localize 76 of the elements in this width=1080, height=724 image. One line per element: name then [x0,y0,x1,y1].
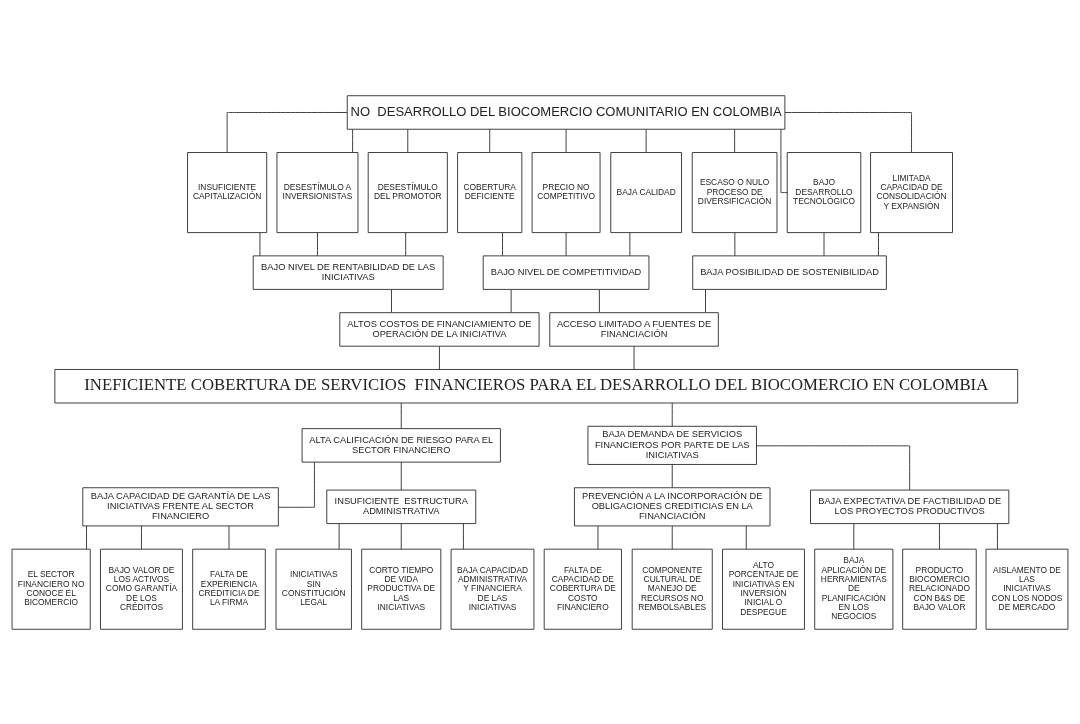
node-box: ALTOS COSTOS DE FINANCIAMIENTO DE OPERACIÓN DE LA INICIATIVA [339,311,540,347]
connector [597,525,599,550]
node-box: PRODUCTO BIOCOMERCIO RELACIONADO CON B&S DE BAJO VALOR [902,548,977,630]
connector [878,231,879,256]
connector [338,522,340,550]
connector [86,525,87,550]
node-box: BAJA DEMANDA DE SERVICIOS FINANCIEROS POR PARTE DE LAS INICIATIVAS [587,425,757,465]
node-box: BAJA EXPECTATIVA DE FACTIBILIDAD DE LOS PROYECTOS PRODUCTIVOS [810,489,1010,524]
connector [228,525,230,550]
connector [780,128,788,193]
connector [407,128,409,153]
node-box: FALTA DE CAPACIDAD DE COBERTURA DE COSTO FINANCIERO [543,548,622,630]
connector [565,128,567,153]
connector [939,522,940,550]
node-box: EL SECTOR FINANCIERO NO CONOCE EL BICOMERCIO [11,548,91,630]
node-box: PRECIO NO COMPETITIVO [531,151,601,233]
node-box: FALTA DE EXPERIENCIA CREDITICIA DE LA FIRMA [192,548,266,630]
connector [352,128,354,153]
connector [734,231,736,256]
connector [317,231,318,256]
connector [278,461,315,508]
node-box: DESESTÍMULO DEL PROMOTOR [367,151,448,233]
node-box: COMPONENTE CULTURAL DE MANEJO DE RECURSOS NO REMBOLSABLES [631,548,713,630]
connector [671,402,673,427]
connector [671,463,673,488]
node-box: BAJA APLICACIÓN DE HERRAMIENTAS DE PLANIFICACIÓN EN LOS NEGOCIOS [814,548,894,630]
node-box: BAJA POSIBILIDAD DE SOSTENIBILIDAD [692,254,887,290]
node-box: DESESTÍMULO A INVERSIONISTAS [276,151,359,233]
node-box: ACCESO LIMITADO A FUENTES DE FINANCIACIÓN [549,311,719,347]
node-box: BAJO NIVEL DE RENTABILIDAD DE LAS INICIATIVAS [252,254,444,290]
node-box: LIMITADA CAPACIDAD DE CONSOLIDACIÓN Y EXPANSIÓN [870,151,953,233]
node-box: ESCASO O NULO PROCESO DE DIVERSIFICACIÓN [691,151,778,233]
node-box: AISLAMENTO DE LAS INICIATIVAS CON LOS NODOS DE MERCADO [985,548,1069,630]
connector [645,128,647,153]
node-box: BAJA CALIDAD [610,151,682,233]
node-box: CORTO TIEMPO DE VIDA PRODUCTIVA DE LAS INICIATIVAS [361,548,442,630]
connector [996,522,998,550]
connector [633,345,635,370]
node-box: BAJO VALOR DE LOS ACTIVOS COMO GARANTÍA DE LOS CRÉDITOS [100,548,183,630]
connector [226,111,348,153]
node-box: INICIATIVAS SIN CONSTITUCIÓN LEGAL [275,548,352,630]
node-box: ALTO PORCENTAJE DE INICIATIVAS EN INVERSIÓN INICIAL O DESPEGUE [722,548,805,630]
connector [510,288,512,313]
node-box: INEFICIENTE COBERTURA DE SERVICIOS FINANCIEROS PARA EL DESARROLLO DEL BIOCOMERCIO EN COLOMBIA [54,368,1019,403]
connector [400,461,402,491]
node-box: COBERTURA DEFICIENTE [457,151,523,233]
connector [391,288,392,313]
connector [756,444,911,490]
connector [400,402,402,429]
connector [705,288,706,313]
connector [489,128,491,153]
connector [598,288,600,313]
connector [823,231,825,256]
connector [405,231,407,256]
connector [400,522,402,550]
connector [671,525,673,550]
node-box: ALTA CALIFICACIÓN DE RIESGO PARA EL SECTOR FINANCIERO [301,427,501,463]
connector [565,231,567,256]
connector [462,522,464,550]
node-box: PREVENCIÓN A LA INCORPORACIÓN DE OBLIGACIONES CREDITICIAS EN LA FINANCIACIÓN [574,486,771,526]
connector [734,128,736,153]
node-box: INSUFICIENTE CAPITALIZACIÓN [187,151,268,233]
connector [502,231,503,256]
node-box: NO DESARROLLO DEL BIOCOMERCIO COMUNITARIO EN COLOMBIA [346,94,786,130]
connector [629,231,631,256]
connector [853,522,855,550]
node-box: BAJO NIVEL DE COMPETITIVIDAD [482,254,650,290]
node-box: BAJO DESARROLLO TECNOLÓGICO [786,151,862,233]
connector [141,525,142,550]
connector [784,111,912,153]
node-box: BAJA CAPACIDAD DE GARANTÍA DE LAS INICIATIVAS FRENTE AL SECTOR FINANCIERO [82,486,279,526]
connector [745,525,747,550]
connector [438,345,440,370]
connector [259,231,261,256]
node-box: BAJA CAPACIDAD ADMINISTRATIVA Y FINANCIERA DE LAS INICIATIVAS [450,548,535,630]
node-box: INSUFICIENTE ESTRUCTURA ADMINISTRATIVA [326,489,477,524]
